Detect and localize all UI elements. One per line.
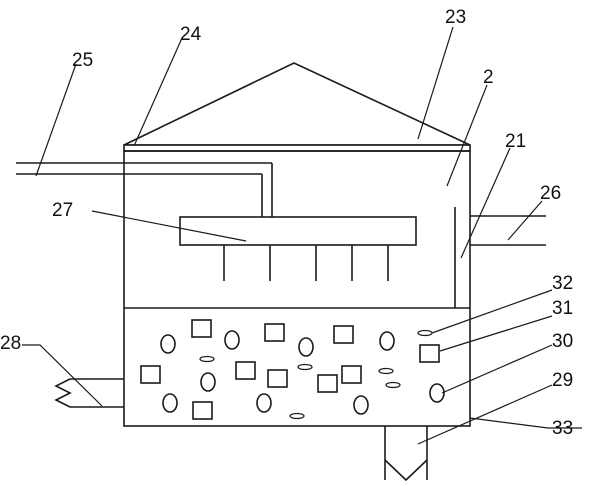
outlet-pipe-right [470, 215, 546, 246]
top-rim [123, 144, 471, 152]
left-bottom-pipe [54, 378, 124, 408]
roof [123, 62, 471, 146]
label-31: 31 [552, 298, 573, 319]
label-29: 29 [552, 370, 573, 391]
bottom-pipe [384, 426, 428, 482]
packing-small-pellets [199, 329, 433, 420]
label-2: 2 [483, 67, 494, 88]
label-33: 33 [552, 418, 573, 439]
packing-square-31 [419, 344, 440, 363]
label-30: 30 [552, 331, 573, 352]
label-26: 26 [540, 183, 561, 204]
label-32: 32 [552, 273, 573, 294]
distributor-nozzles [223, 245, 389, 281]
distributor-header [179, 216, 417, 246]
container-body [123, 150, 471, 427]
label-25: 25 [72, 50, 93, 71]
packing-pellet-32 [417, 329, 433, 337]
inlet-pipe [16, 162, 273, 217]
label-23: 23 [445, 7, 466, 28]
packing-oval-30 [429, 383, 445, 403]
packing-ovals [160, 330, 445, 415]
label-28: 28 [0, 333, 21, 354]
packing-squares [140, 319, 440, 420]
label-24: 24 [180, 24, 202, 45]
leader-lines [22, 26, 582, 445]
label-21: 21 [505, 131, 526, 152]
label-27: 27 [52, 200, 73, 221]
